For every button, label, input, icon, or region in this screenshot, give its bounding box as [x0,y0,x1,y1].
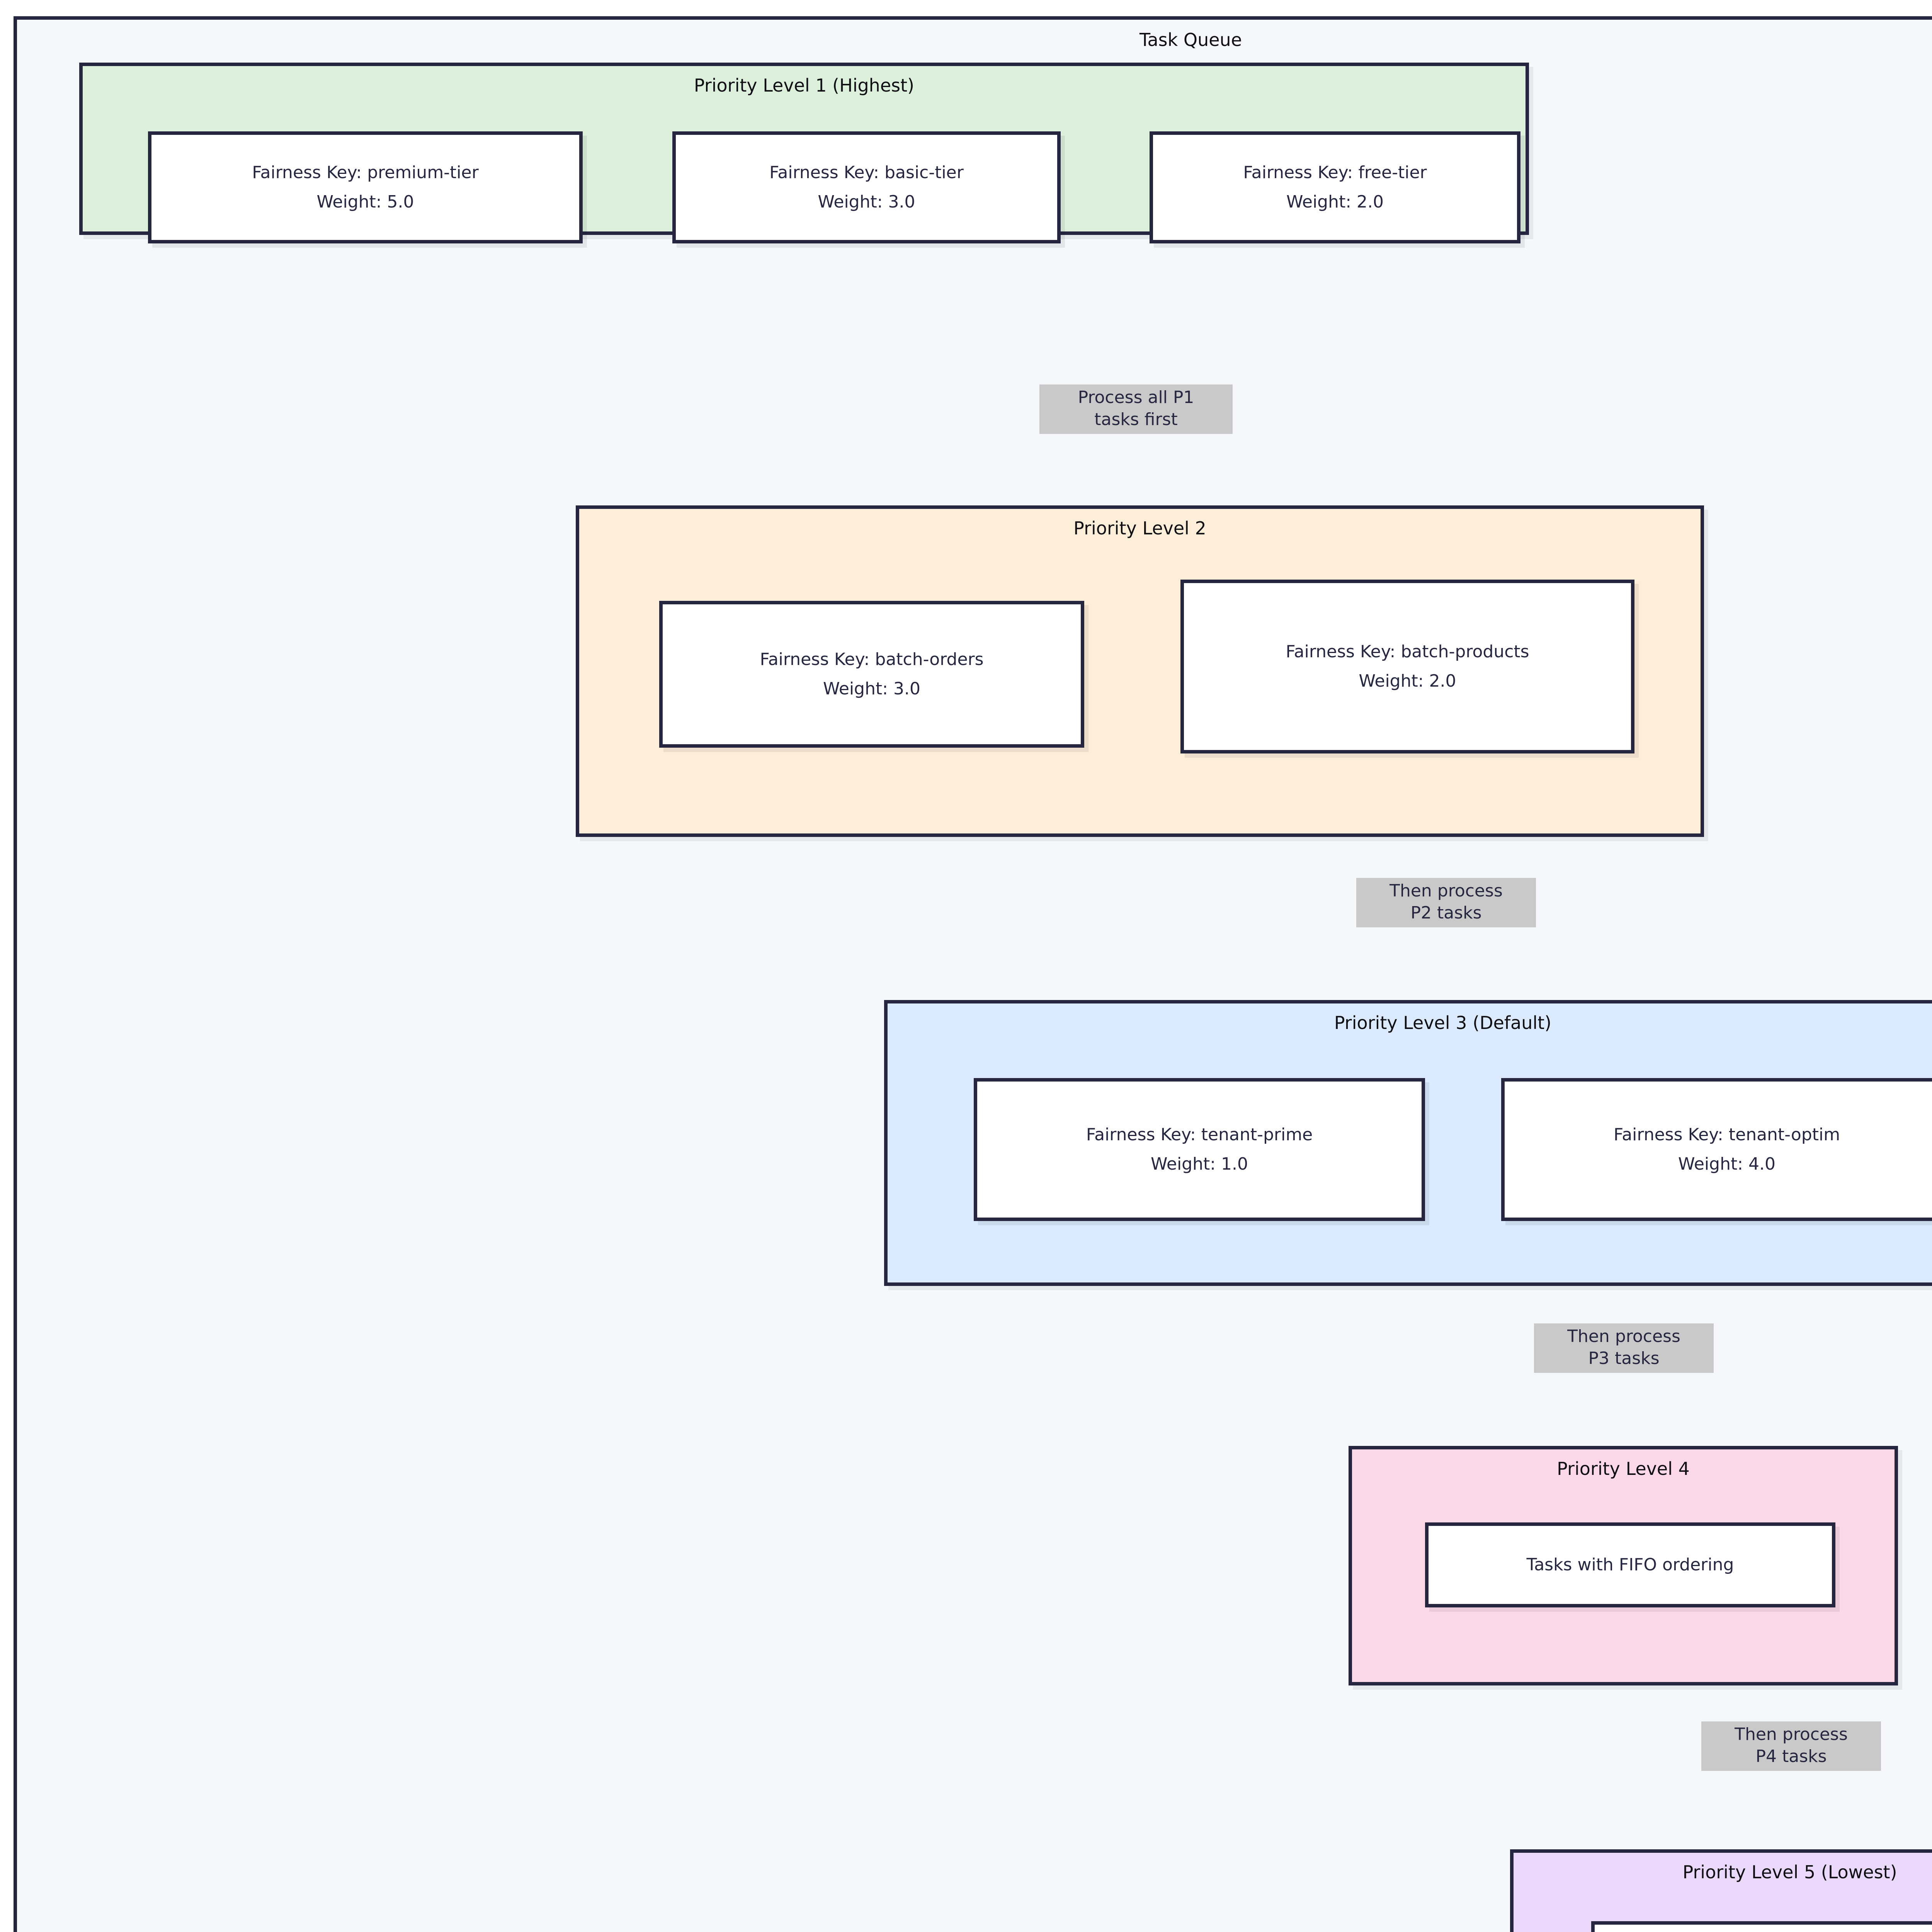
node-line-key: Fairness Key: batch-orders [760,650,984,670]
node-fairness-premium-tier[interactable]: Fairness Key: premium-tier Weight: 5.0 [148,131,583,243]
node-line-key: Fairness Key: premium-tier [252,163,479,183]
edge-label-p1-to-p2: Process all P1 tasks first [1039,384,1233,434]
node-fairness-free-tier[interactable]: Fairness Key: free-tier Weight: 2.0 [1150,131,1520,243]
edge-label-line-1: Then process [1735,1725,1848,1744]
node-fairness-tenant-optim[interactable]: Fairness Key: tenant-optim Weight: 4.0 [1501,1078,1932,1221]
cluster-label-priority-4: Priority Level 4 [1557,1458,1690,1479]
edge-label-line-2: tasks first [1094,410,1178,430]
edge-label-line-1: Then process [1567,1327,1680,1346]
node-p5-fifo-tasks[interactable]: Tasks with FIFO ordering [1591,1921,1932,1932]
edge-label-line-1: Process all P1 [1078,388,1194,407]
node-p4-fifo-tasks[interactable]: Tasks with FIFO ordering [1425,1522,1835,1607]
edge-label-p2-to-p3: Then process P2 tasks [1356,878,1536,928]
node-line-text: Tasks with FIFO ordering [1526,1555,1734,1575]
node-line-key: Fairness Key: tenant-prime [1086,1125,1313,1145]
cluster-label-priority-1: Priority Level 1 (Highest) [694,75,915,96]
cluster-label-priority-3: Priority Level 3 (Default) [1334,1012,1552,1033]
edge-label-p3-to-p4: Then process P3 tasks [1534,1323,1714,1373]
edge-label-line-2: P2 tasks [1410,903,1482,923]
node-line-weight: Weight: 2.0 [1359,671,1456,691]
cluster-priority-5[interactable]: Priority Level 5 (Lowest) [1510,1849,1932,1932]
node-line-key: Fairness Key: basic-tier [769,163,964,183]
node-fairness-basic-tier[interactable]: Fairness Key: basic-tier Weight: 3.0 [672,131,1061,243]
edge-label-p4-to-p5: Then process P4 tasks [1701,1721,1881,1771]
node-line-weight: Weight: 5.0 [316,192,414,212]
node-fairness-batch-orders[interactable]: Fairness Key: batch-orders Weight: 3.0 [659,601,1084,748]
edge-label-line-2: P3 tasks [1588,1349,1660,1369]
node-line-weight: Weight: 3.0 [818,192,915,212]
node-line-key: Fairness Key: tenant-optim [1613,1125,1840,1145]
node-line-weight: Weight: 3.0 [823,679,921,699]
node-line-weight: Weight: 1.0 [1150,1154,1248,1174]
node-line-key: Fairness Key: batch-products [1286,642,1529,662]
cluster-label-priority-5: Priority Level 5 (Lowest) [1682,1862,1897,1883]
node-fairness-tenant-prime[interactable]: Fairness Key: tenant-prime Weight: 1.0 [974,1078,1425,1221]
cluster-label-task-queue: Task Queue [1139,29,1242,50]
node-line-key: Fairness Key: free-tier [1243,163,1427,183]
edge-label-line-2: P4 tasks [1755,1747,1827,1767]
cluster-label-priority-2: Priority Level 2 [1073,518,1206,539]
node-fairness-batch-products[interactable]: Fairness Key: batch-products Weight: 2.0 [1180,580,1634,753]
edge-label-line-1: Then process [1389,881,1503,901]
node-line-weight: Weight: 2.0 [1286,192,1384,212]
node-line-weight: Weight: 4.0 [1678,1154,1776,1174]
